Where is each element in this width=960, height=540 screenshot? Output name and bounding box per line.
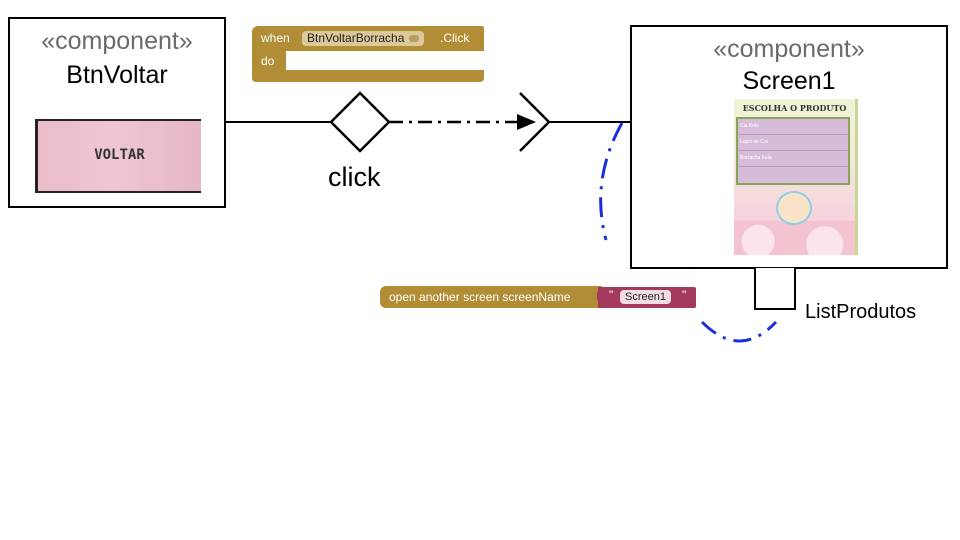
- open-another-screen-block[interactable]: open another screen screenName: [380, 286, 602, 308]
- btnvoltar-component: «component» BtnVoltar VOLTAR: [8, 17, 226, 208]
- quote-close: ": [682, 288, 687, 302]
- event-component-dropdown[interactable]: BtnVoltarBorracha: [302, 31, 425, 46]
- blue-dashed-arc-bottom: [700, 320, 778, 343]
- listprodutos-port: [754, 268, 796, 310]
- screen-name-text-block[interactable]: " Screen1 ": [598, 287, 696, 308]
- dropdown-arrow-icon: [409, 35, 420, 42]
- list-item: Cia Kela: [738, 119, 848, 135]
- product-list: Cia Kela Lapis de Cor Borracha Kela: [736, 117, 850, 185]
- screen1-name: Screen1: [742, 67, 836, 95]
- click-event-block[interactable]: when BtnVoltarBorracha .Click do: [252, 26, 484, 82]
- screen1-preview-image: ESCOLHA O PRODUTO Cia Kela Lapis de Cor …: [734, 99, 858, 255]
- list-item: [738, 167, 848, 182]
- character-illustration: [776, 191, 812, 225]
- event-do-label: do: [261, 54, 275, 68]
- click-label: click: [328, 162, 381, 192]
- screen-name-field[interactable]: Screen1: [620, 290, 671, 304]
- screen1-component: «component» Screen1 ESCOLHA O PRODUTO Ci…: [630, 25, 948, 269]
- screen-preview-title: ESCOLHA O PRODUTO: [742, 103, 847, 113]
- flow-arrowhead: [517, 114, 536, 130]
- event-name-label: .Click: [440, 31, 470, 45]
- list-item: Lapis de Cor: [738, 135, 848, 151]
- event-component-name: BtnVoltarBorracha: [307, 31, 405, 45]
- decision-diamond: [329, 91, 391, 153]
- btnvoltar-name: BtnVoltar: [66, 61, 168, 89]
- btnvoltar-stereotype: «component»: [41, 27, 193, 55]
- voltar-button-image: VOLTAR: [35, 119, 201, 193]
- quote-open: ": [609, 288, 614, 302]
- screen1-stereotype: «component»: [713, 35, 865, 63]
- event-do-slot: [286, 51, 484, 70]
- cloud-illustration: [734, 221, 855, 255]
- event-block-bottom: [252, 70, 484, 82]
- port-label: ListProdutos: [805, 301, 917, 323]
- open-screen-label: open another screen screenName: [389, 290, 571, 304]
- blue-dashed-arc-left: [599, 122, 624, 241]
- event-when-label: when: [261, 31, 290, 45]
- voltar-button-label: VOLTAR: [94, 147, 145, 163]
- list-item: Borracha Kela: [738, 151, 848, 167]
